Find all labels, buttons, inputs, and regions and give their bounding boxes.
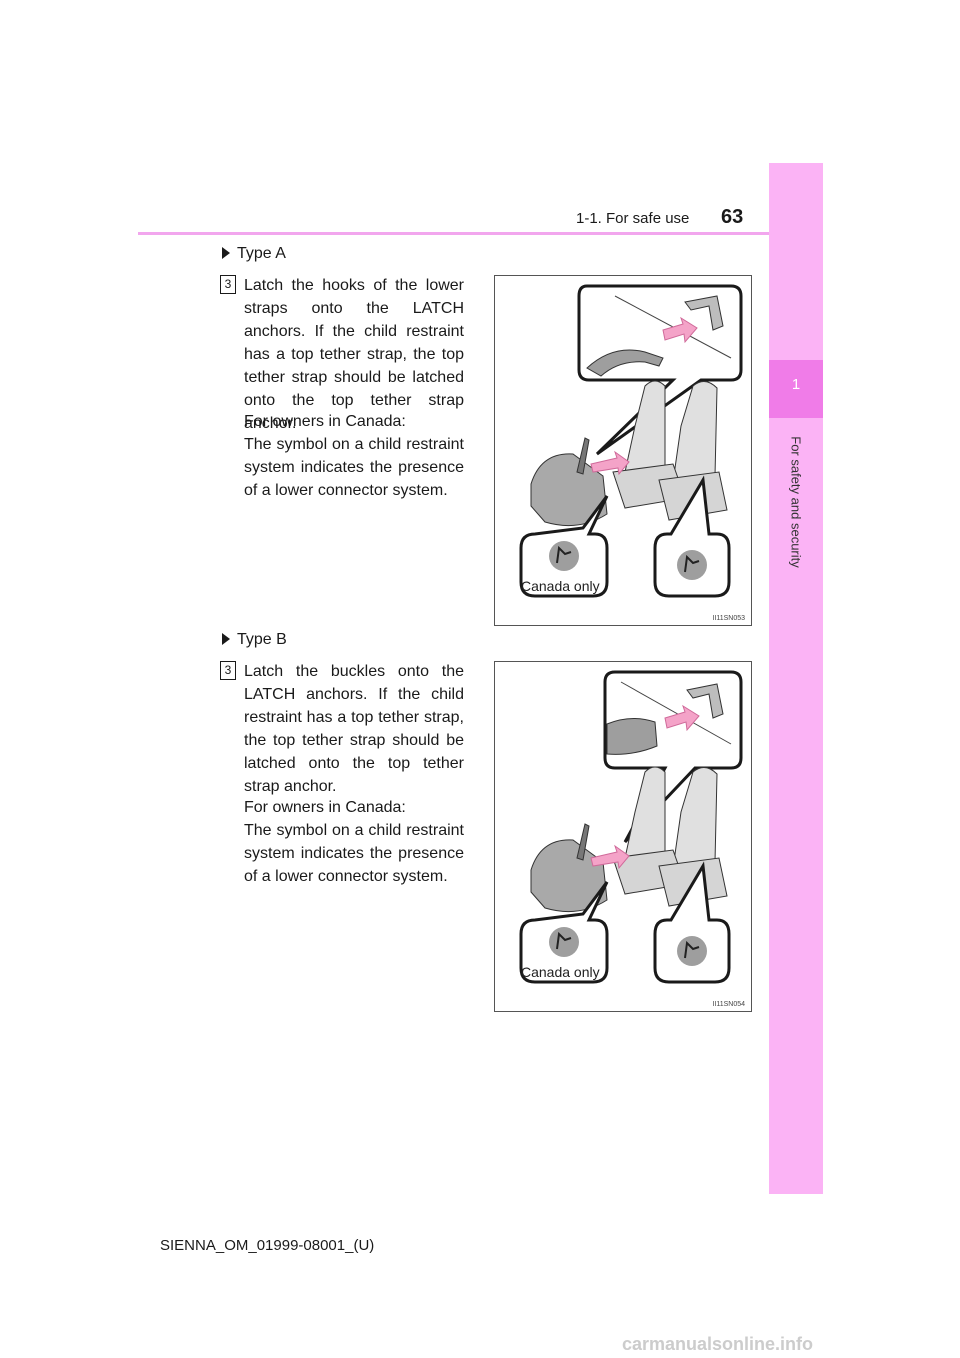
header-rule	[138, 232, 822, 235]
type-a-heading-text: Type A	[237, 245, 286, 262]
document-code: SIENNA_OM_01999-08001_(U)	[160, 1237, 375, 1254]
figure-code: II11SN054	[712, 1001, 745, 1008]
type-a-canada-note: The symbol on a child restraint system i…	[244, 436, 464, 499]
type-a-canada-intro: For owners in Canada:	[244, 413, 406, 430]
figure-code: II11SN053	[712, 615, 745, 622]
chapter-number-badge: 1	[769, 360, 823, 418]
type-b-canada-note: The symbol on a child restraint system i…	[244, 822, 464, 885]
triangle-bullet-icon	[222, 633, 230, 645]
type-a-illustration-drawing	[519, 284, 743, 598]
type-a-instruction: Latch the hooks of the lower straps onto…	[244, 277, 464, 432]
type-b-instruction: Latch the buckles onto the LATCH anchors…	[244, 663, 464, 795]
type-b-illustration-drawing	[519, 670, 743, 984]
chapter-number: 1	[791, 376, 801, 393]
canada-only-label: Canada only	[521, 578, 600, 594]
section-title: 1-1. For safe use	[576, 210, 690, 227]
watermark[interactable]: carmanualsonline.info	[622, 1334, 814, 1354]
type-b-illustration: Canada only II11SN054	[494, 661, 752, 1012]
step-badge: 3	[220, 275, 236, 294]
chapter-title: For safety and security	[788, 436, 804, 568]
type-a-heading: Type A	[222, 245, 286, 263]
canada-only-label: Canada only	[521, 964, 600, 980]
chapter-side-tab[interactable]	[769, 163, 823, 1194]
type-b-heading-text: Type B	[237, 631, 287, 648]
page-number: 63	[721, 206, 744, 228]
step-badge: 3	[220, 661, 236, 680]
type-b-heading: Type B	[222, 631, 287, 649]
type-b-canada-intro: For owners in Canada:	[244, 799, 406, 816]
type-a-illustration: Canada only II11SN053	[494, 275, 752, 626]
triangle-bullet-icon	[222, 247, 230, 259]
